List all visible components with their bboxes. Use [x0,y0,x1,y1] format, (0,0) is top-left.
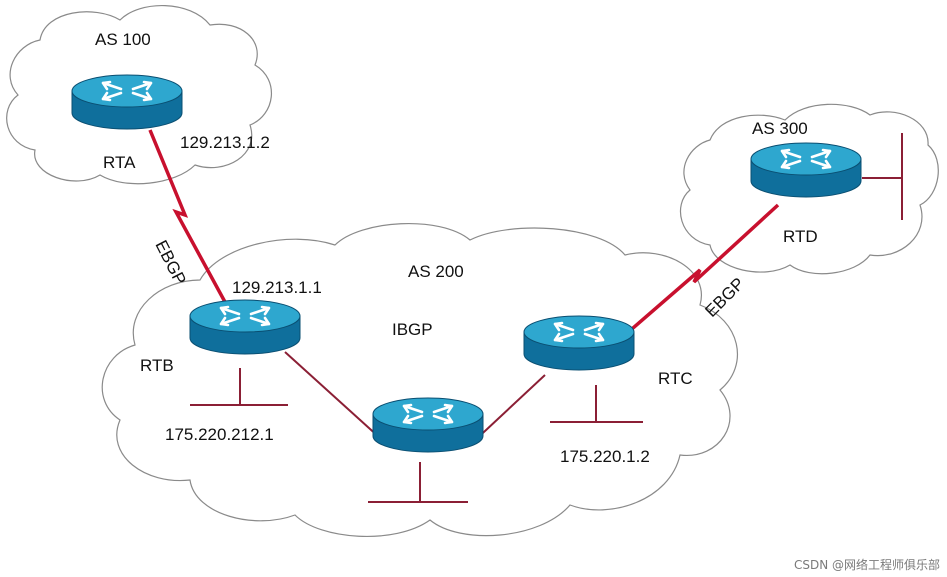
router-center-icon [371,396,485,454]
router-rtc-label: RTC [658,369,693,388]
rtc-lan-address: 175.220.1.2 [560,447,650,466]
as200-label: AS 200 [408,262,464,281]
ebgp-link-rtc-rtd [623,203,780,337]
ebgp-left-label: EBGP [151,237,189,288]
router-rta-icon [70,73,184,131]
rtb-lan-address: 175.220.212.1 [165,425,274,444]
as100-label: AS 100 [95,30,151,49]
ibgp-label: IBGP [392,320,433,339]
rtb-serial-address: 129.213.1.1 [232,278,322,297]
ebgp-right-label: EBGP [701,274,748,321]
router-rtd-icon [749,141,863,199]
lan-rtd [862,133,903,220]
router-rtc-icon [522,314,636,372]
link-rtb-center [284,351,381,439]
router-rtb-icon [188,298,302,356]
router-rtb-label: RTB [140,356,174,375]
ebgp-link-rta-rtb [148,129,227,303]
rta-serial-address: 129.213.1.2 [180,133,270,152]
router-rtd-label: RTD [783,227,818,246]
lan-center [368,462,468,503]
router-rta-label: RTA [103,153,136,172]
lan-rtc [550,385,643,423]
watermark: CSDN @网络工程师俱乐部 [794,557,940,572]
lan-rtb [190,368,288,406]
as300-label: AS 300 [752,119,808,138]
